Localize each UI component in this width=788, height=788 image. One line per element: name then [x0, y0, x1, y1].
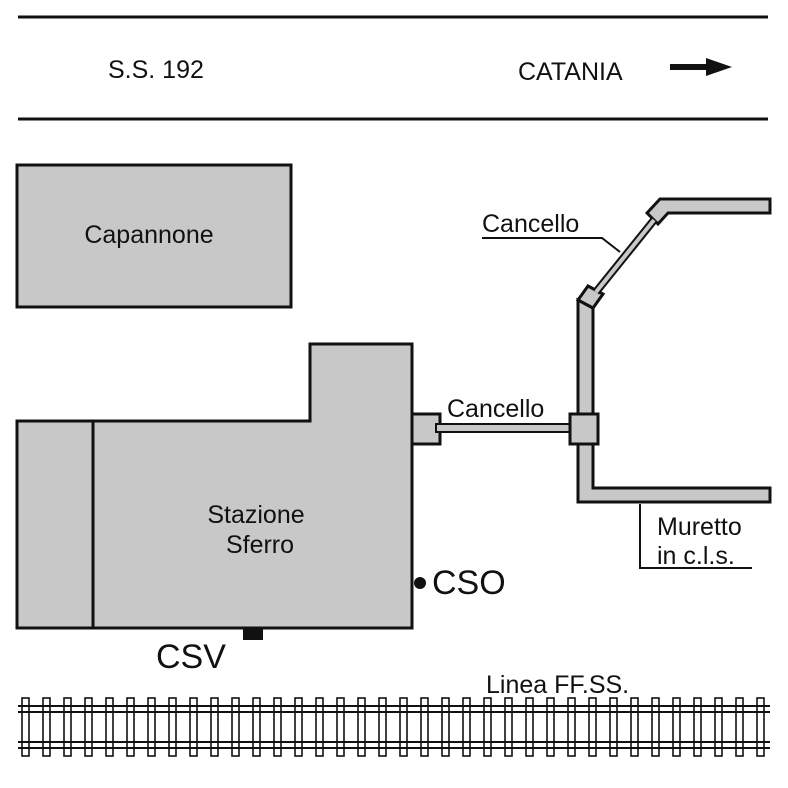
railway-sleeper	[441, 697, 450, 757]
railway-sleeper	[378, 697, 387, 757]
railway-sleeper	[630, 697, 639, 757]
wall-leader	[639, 504, 752, 569]
wall-label-line2: in c.l.s.	[657, 542, 735, 570]
cso-label: CSO	[432, 564, 506, 602]
station-label-line2: Sferro	[226, 531, 294, 559]
hinged-gate	[594, 218, 656, 294]
csv-marker	[243, 627, 263, 640]
shed-label: Capannone	[84, 221, 213, 249]
railway-sleeper	[420, 697, 429, 757]
railway-sleeper	[672, 697, 681, 757]
gate-post-right	[568, 412, 600, 446]
road-name-label: S.S. 192	[108, 56, 204, 84]
sliding-gate	[435, 423, 574, 433]
railway-label: Linea FF.SS.	[486, 671, 629, 699]
railway-sleeper	[609, 697, 618, 757]
railway-sleeper	[210, 697, 219, 757]
railway-sleeper	[84, 697, 93, 757]
railway-sleeper	[168, 697, 177, 757]
cso-marker	[414, 577, 426, 589]
railway-sleeper	[336, 697, 345, 757]
middle-gate-label: Cancello	[447, 395, 544, 423]
railway-sleeper	[357, 697, 366, 757]
destination-label: CATANIA	[518, 58, 623, 86]
csv-label: CSV	[156, 638, 226, 676]
railway-sleeper	[651, 697, 660, 757]
railway-sleeper	[735, 697, 744, 757]
wall-upper-segment	[644, 197, 772, 227]
railway-sleeper	[714, 697, 723, 757]
railway-sleeper	[567, 697, 576, 757]
railway-track	[18, 697, 770, 757]
railway-sleeper	[63, 697, 72, 757]
upper-gate-leader	[482, 237, 621, 253]
railway-sleeper	[21, 697, 30, 757]
railway-sleeper	[294, 697, 303, 757]
railway-sleeper	[147, 697, 156, 757]
shed-building	[15, 163, 293, 309]
railway-sleeper	[588, 697, 597, 757]
railway-sleeper	[315, 697, 324, 757]
railway-sleeper	[693, 697, 702, 757]
railway-sleeper	[756, 697, 765, 757]
railway-sleeper	[483, 697, 492, 757]
railway-sleeper	[105, 697, 114, 757]
railway-sleeper	[546, 697, 555, 757]
wall-lower-segment	[576, 297, 772, 504]
arrow-right-icon	[670, 58, 732, 76]
wall-label-line1: Muretto	[657, 513, 742, 541]
railway-sleeper	[399, 697, 408, 757]
station-label-line1: Stazione	[207, 501, 304, 529]
railway-sleeper	[252, 697, 261, 757]
railway-sleeper	[273, 697, 282, 757]
railway-sleeper	[462, 697, 471, 757]
railway-sleeper	[126, 697, 135, 757]
railway-sleeper	[189, 697, 198, 757]
railway-sleepers	[21, 697, 765, 757]
upper-gate-label: Cancello	[482, 210, 579, 238]
railway-sleeper	[504, 697, 513, 757]
railway-sleeper	[231, 697, 240, 757]
railway-sleeper	[42, 697, 51, 757]
station-building	[15, 342, 414, 630]
railway-sleeper	[525, 697, 534, 757]
